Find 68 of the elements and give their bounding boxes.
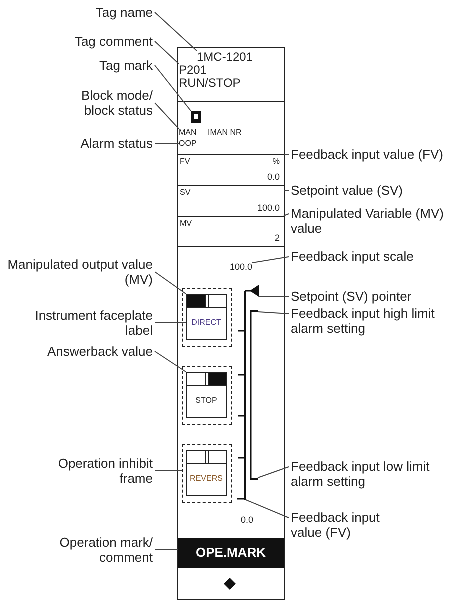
callout-label: Setpoint value (SV) [291, 183, 451, 198]
faceplate-panel [177, 47, 285, 600]
operation-inhibit-frame [182, 444, 232, 503]
block-mode: MAN [179, 129, 197, 138]
switch-label: STOP [194, 397, 218, 405]
leader-line [258, 466, 290, 478]
callout-label: Alarm status [33, 136, 153, 151]
callout-label: Tag comment [33, 34, 153, 49]
callout-label: Instrument faceplate label [33, 308, 153, 338]
callout-label: Manipulated output value (MV) [3, 257, 153, 287]
leader-line [154, 272, 186, 294]
scale-bar [244, 291, 246, 500]
callout-label: Setpoint (SV) pointer [291, 289, 451, 304]
leader-line [284, 214, 290, 216]
callout-label: Feedback input value (FV) [291, 510, 401, 540]
switch-panel [186, 372, 227, 418]
operation-inhibit-frame [182, 366, 232, 425]
tag-comment: P201 [179, 64, 208, 78]
setpoint-pointer-icon [250, 285, 259, 297]
tag-name: 1MC-1201 [197, 51, 254, 64]
leader-line [154, 12, 198, 52]
field-label: FV [180, 158, 190, 166]
scale-value: 0.0 [241, 516, 254, 526]
switch-panel [186, 450, 227, 496]
switch-panel [186, 294, 227, 340]
callout-label: Operation inhibit frame [53, 456, 153, 486]
field-value: 100.0 [257, 204, 280, 213]
leader-line [154, 470, 182, 472]
leader-line [154, 65, 192, 112]
callout-label: Tag name [53, 5, 153, 20]
callout-label: Feedback input high limit alarm setting [291, 306, 436, 336]
switch-label: DIRECT [190, 319, 222, 327]
leader-line [258, 296, 290, 298]
low-limit-mark [250, 478, 258, 480]
callout-label: Feedback input value (FV) [291, 147, 451, 162]
block-status: IMAN NR [208, 129, 242, 138]
callout-label: Answerback value [13, 344, 153, 359]
callout-label: Manipulated Variable (MV) value [291, 206, 451, 236]
data-field [178, 216, 284, 247]
leader-line [154, 102, 180, 130]
callout-label: Tag mark [53, 58, 153, 73]
callout-label: Block mode/ block status [53, 88, 153, 118]
tag-mark-icon [191, 111, 201, 123]
leader-line [246, 500, 290, 518]
field-value: 2 [274, 234, 280, 243]
field-label: MV [180, 220, 192, 228]
scale-value: 100.0 [230, 263, 253, 273]
status-text: RUN/STOP [179, 77, 241, 90]
leader-line [154, 322, 186, 324]
high-limit-mark [250, 310, 258, 312]
diamond-icon [224, 578, 236, 590]
leader-line [284, 190, 290, 192]
callout-label: Operation mark/ comment [23, 535, 153, 565]
operation-mark-text: OPE.MARK [194, 546, 268, 559]
leader-line [284, 154, 290, 156]
leader-line [154, 351, 186, 372]
leader-line [258, 312, 290, 314]
field-value: 0.0 [267, 173, 280, 182]
operation-inhibit-frame [182, 288, 232, 347]
alarm-status: OOP [179, 140, 197, 149]
operation-mark-band [178, 538, 284, 568]
leader-line [154, 143, 180, 144]
switch-label: REVERS [189, 475, 224, 483]
field-label: SV [180, 189, 191, 197]
unit-label: % [272, 158, 280, 166]
callout-label: Feedback input scale [291, 249, 451, 264]
leader-line [154, 41, 180, 64]
callout-label: Feedback input low limit alarm setting [291, 459, 436, 489]
